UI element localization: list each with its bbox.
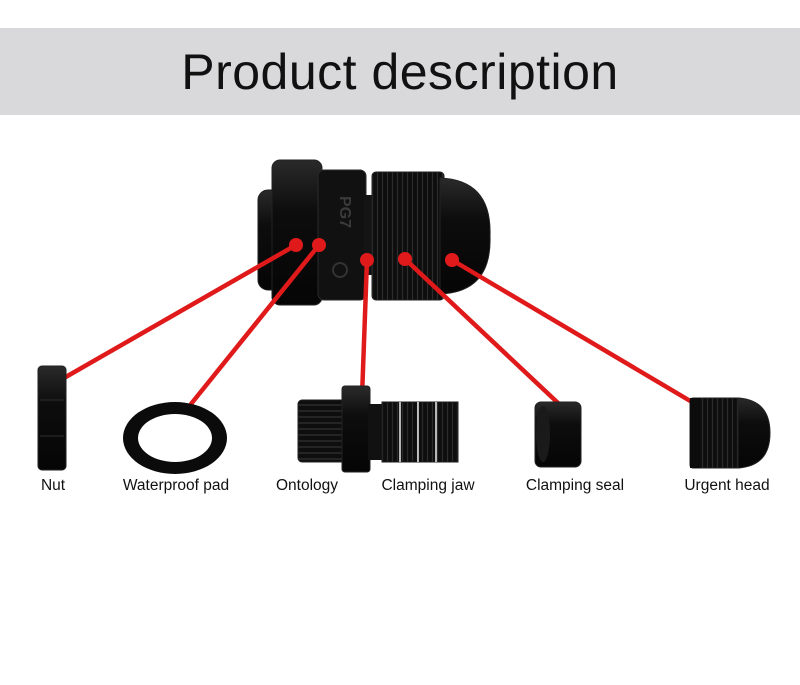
leader-dot-waterproof-pad [312, 238, 326, 252]
leader-line-waterproof-pad [188, 242, 322, 407]
page-title: Product description [181, 43, 619, 100]
assembled-gland: PG7 [257, 159, 491, 306]
part-image-waterproof-pad [123, 402, 227, 474]
leader-dot-clamping-seal [398, 252, 412, 266]
part-label-urgent-head: Urgent head [684, 477, 770, 494]
header-banner: Product description [0, 28, 800, 115]
leader-line-nut [61, 242, 299, 381]
part-image-clamping-seal [534, 401, 582, 468]
part-label-waterproof-pad: Waterproof pad [122, 477, 230, 494]
leader-dot-nut [289, 238, 303, 252]
part-label-clamping-seal: Clamping seal [525, 477, 625, 494]
leader-dot-ontology [360, 253, 374, 267]
assembly-marking: PG7 [336, 196, 353, 228]
leader-lines [61, 238, 700, 422]
part-image-urgent-head [689, 397, 771, 469]
part-label-nut: Nut [40, 477, 66, 494]
assembled-body [317, 169, 367, 301]
leader-line-urgent-head [449, 257, 700, 408]
part-image-clamping-jaw [368, 401, 459, 463]
leader-dot-urgent-head [445, 253, 459, 267]
part-label-clamping-jaw: Clamping jaw [381, 477, 475, 494]
leader-line-clamping-seal [402, 256, 578, 422]
leader-line-ontology [359, 257, 370, 400]
assembled-ribbed-section [371, 171, 445, 301]
part-label-ontology: Ontology [275, 477, 339, 494]
part-image-ontology [297, 385, 371, 473]
part-image-nut [37, 365, 67, 471]
